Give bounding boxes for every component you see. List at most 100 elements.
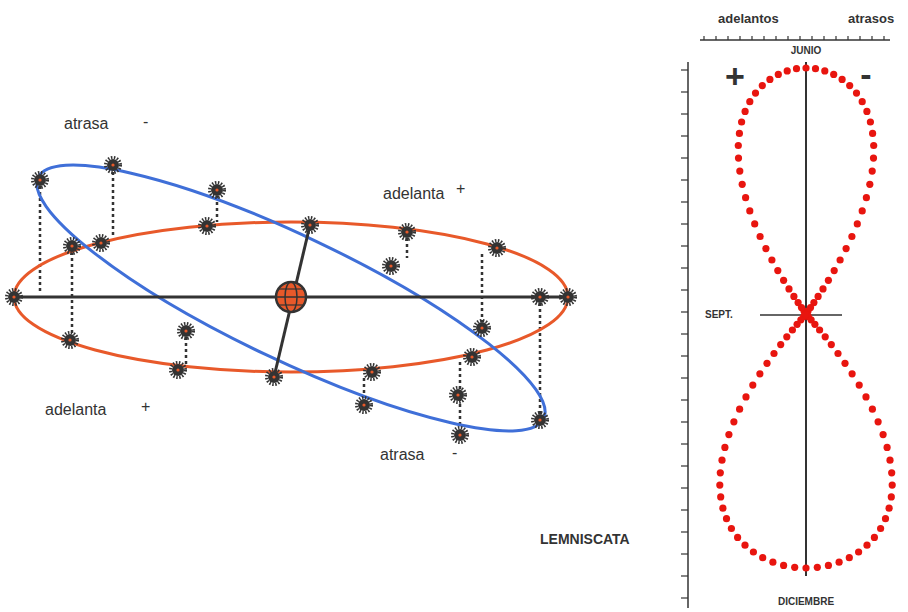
tick: [681, 421, 688, 422]
tick: [811, 36, 812, 40]
lemniscate-dot: [762, 245, 769, 252]
lemniscate-dot: [856, 382, 863, 389]
tick: [727, 36, 728, 40]
tick: [681, 531, 688, 532]
projection-lines: [40, 172, 540, 428]
lemniscate-dot: [863, 108, 870, 115]
text-label: adelanta: [383, 186, 444, 202]
lemniscate-dot: [870, 142, 877, 149]
tick: [715, 36, 716, 40]
lemniscate-dot: [749, 382, 756, 389]
lemniscate-dot: [742, 393, 749, 400]
tick: [681, 597, 688, 598]
lemniscate-dot: [766, 76, 773, 83]
lemniscate-dot: [716, 482, 723, 489]
lemniscate-dot: [718, 457, 725, 464]
lemniscate-dot: [759, 554, 766, 561]
lemniscate-dot: [821, 67, 828, 74]
lemniscate-dot: [863, 542, 870, 549]
lemniscate-dot: [725, 431, 732, 438]
lemniscate-dot: [836, 559, 843, 566]
lemniscate-dot: [730, 418, 737, 425]
lemniscate-dot: [863, 194, 870, 201]
lemniscate-dot: [859, 98, 866, 105]
tick: [775, 36, 776, 40]
lemniscate-dot: [843, 245, 850, 252]
lemniscate-dot: [837, 256, 844, 263]
text-label: +: [141, 399, 150, 415]
lemniscate-dot: [862, 393, 869, 400]
tick: [681, 443, 688, 444]
lemniscate-dot: [869, 406, 876, 413]
lemniscate-dot: [802, 564, 809, 571]
lemniscate-dot: [848, 233, 855, 240]
lemniscate-dot: [814, 564, 821, 571]
lemniscate-dot: [774, 267, 781, 274]
tick: [681, 553, 688, 554]
tick: [681, 69, 688, 70]
text-label: DICIEMBRE: [778, 597, 834, 607]
lemniscate-dot: [834, 350, 841, 357]
lemniscate-dot: [875, 418, 882, 425]
tick: [681, 311, 688, 312]
lemniscate-dot: [882, 515, 889, 522]
lemniscate-dot: [889, 482, 896, 489]
lemniscate-dot: [728, 525, 735, 532]
lemniscate-dot: [736, 406, 743, 413]
lemniscate-dot: [867, 118, 874, 125]
lemniscate-dot: [866, 181, 873, 188]
tick: [681, 245, 688, 246]
lemniscate-dot: [855, 548, 862, 555]
vertical-axis: [687, 62, 689, 608]
lemniscate-dot: [721, 444, 728, 451]
tick: [681, 201, 688, 202]
lemniscate-dot: [789, 326, 796, 333]
tick: [681, 377, 688, 378]
lemniscate-dot: [884, 444, 891, 451]
sun-positions: [7, 158, 576, 443]
text-label: JUNIO: [791, 46, 822, 56]
lemniscate-dot: [784, 67, 791, 74]
lemniscate-dot: [757, 233, 764, 240]
lemniscate-dot: [717, 469, 724, 476]
text-label: -: [860, 57, 871, 91]
tick: [787, 36, 788, 40]
lemniscate-dot: [746, 207, 753, 214]
lemniscate-dot: [734, 534, 741, 541]
axis-line: [274, 225, 310, 377]
tick: [847, 36, 848, 40]
lemniscate-dot: [870, 155, 877, 162]
lemniscate-dot: [738, 118, 745, 125]
tick: [681, 135, 688, 136]
tick: [681, 267, 688, 268]
tick: [681, 223, 688, 224]
text-label: -: [143, 114, 148, 130]
lemniscate-dot: [828, 341, 835, 348]
lemniscate-dot: [719, 505, 726, 512]
lemniscate-dot: [871, 534, 878, 541]
lemniscate-dot: [717, 493, 724, 500]
lemniscate-dot: [746, 98, 753, 105]
earth-symbol: [276, 282, 306, 312]
text-label: adelantos: [718, 12, 779, 25]
lemniscate-dot: [802, 64, 809, 71]
tick: [883, 36, 884, 40]
lemniscate-dot: [785, 285, 792, 292]
equator-orbit: [12, 121, 571, 474]
tick: [763, 36, 764, 40]
lemniscate-dot: [756, 370, 763, 377]
lemniscate-dot: [802, 311, 809, 318]
lemniscate-dot: [822, 333, 829, 340]
lemniscate-dot: [846, 82, 853, 89]
lemniscate-dot: [815, 293, 822, 300]
lemniscate-dot: [859, 207, 866, 214]
lemniscate-dot: [780, 277, 787, 284]
text-label: atrasa: [64, 116, 108, 132]
text-label: -: [452, 445, 457, 461]
lemniscate-dot: [888, 469, 895, 476]
tick: [681, 399, 688, 400]
tick: [871, 36, 872, 40]
lemniscate-dot: [816, 326, 823, 333]
tick: [799, 36, 800, 40]
